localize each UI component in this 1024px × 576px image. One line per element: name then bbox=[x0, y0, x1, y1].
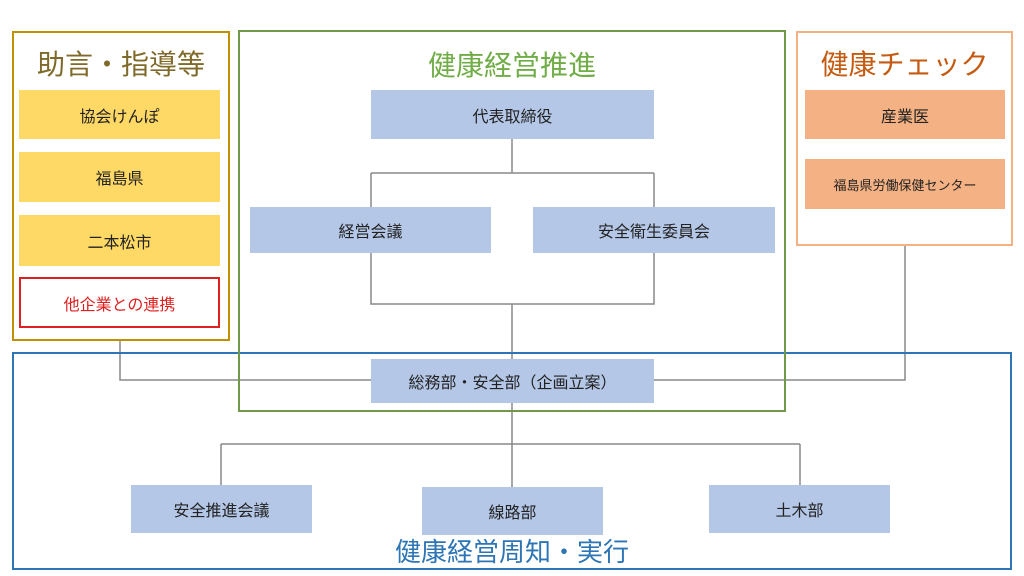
health-item-industrial-physician: 産業医 bbox=[805, 90, 1005, 139]
partner-collaboration: 他企業との連携 bbox=[19, 277, 220, 328]
execution-group bbox=[12, 352, 1012, 570]
advice-item-nihonmatsu-city: 二本松市 bbox=[19, 215, 220, 266]
node-civil-engineering-department: 土木部 bbox=[709, 485, 890, 533]
execution-group-title: 健康経営周知・実行 bbox=[394, 538, 629, 568]
promotion-group-title: 健康経営推進 bbox=[427, 49, 596, 82]
node-management-meeting: 経営会議 bbox=[250, 207, 491, 253]
health-check-group-title: 健康チェック bbox=[820, 48, 989, 81]
meeting-connector bbox=[370, 253, 655, 359]
advice-item-fukushima-pref: 福島県 bbox=[19, 152, 220, 202]
health-item-labor-health-center: 福島県労働保健センター bbox=[805, 159, 1005, 209]
advice-group bbox=[12, 31, 230, 341]
advice-connector bbox=[119, 341, 371, 381]
department-connector bbox=[220, 403, 801, 487]
node-ceo: 代表取締役 bbox=[371, 90, 654, 139]
health-check-connector bbox=[654, 246, 906, 381]
node-track-department: 線路部 bbox=[422, 487, 603, 535]
health-check-group bbox=[796, 31, 1013, 246]
ceo-connector bbox=[370, 139, 655, 207]
advice-group-title: 助言・指導等 bbox=[36, 48, 205, 81]
node-safety-committee: 安全衛生委員会 bbox=[533, 207, 775, 253]
node-planning: 総務部・安全部（企画立案） bbox=[371, 359, 654, 403]
node-safety-promotion-meeting: 安全推進会議 bbox=[131, 485, 312, 533]
advice-item-kyokai-kenpo: 協会けんぽ bbox=[19, 90, 220, 139]
promotion-group bbox=[238, 30, 786, 412]
